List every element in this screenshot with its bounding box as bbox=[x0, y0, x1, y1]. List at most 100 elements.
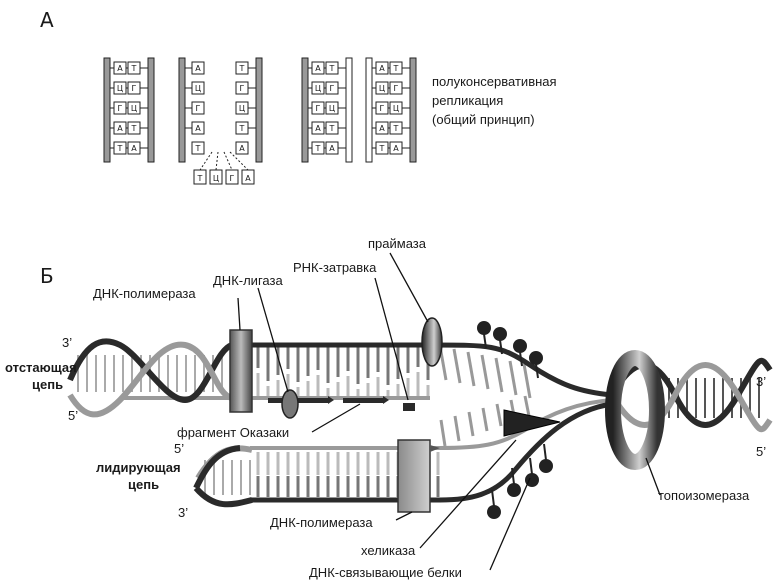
svg-text:Ц: Ц bbox=[379, 84, 385, 93]
base-0-2-right: Ц bbox=[128, 102, 140, 114]
base-1-0-left: А bbox=[312, 62, 324, 74]
caption-line-2: репликация bbox=[432, 93, 503, 108]
base-0-4-left: Т bbox=[114, 142, 126, 154]
okazaki-fragment-2 bbox=[343, 398, 383, 403]
free-nucleotide-0: Т bbox=[197, 174, 203, 183]
svg-text:Т: Т bbox=[379, 144, 385, 153]
svg-text:Т: Т bbox=[315, 144, 321, 153]
duplex-1-right-backbone bbox=[346, 58, 352, 162]
duplex-2-left-backbone bbox=[366, 58, 372, 162]
svg-text:Ц: Ц bbox=[315, 84, 321, 93]
svg-text:А: А bbox=[117, 124, 123, 133]
base-0-0-left: А bbox=[114, 62, 126, 74]
svg-text:А: А bbox=[379, 64, 385, 73]
svg-text:Ц: Ц bbox=[329, 104, 335, 113]
svg-text:Т: Т bbox=[239, 124, 245, 133]
base-1-4-left: Т bbox=[312, 142, 324, 154]
svg-text:Т: Т bbox=[329, 124, 335, 133]
svg-text:Т: Т bbox=[239, 64, 245, 73]
svg-text:Г: Г bbox=[118, 104, 123, 113]
label-dna-ligase: ДНК-лигаза bbox=[213, 273, 283, 288]
base-0-3-right: Т bbox=[128, 122, 140, 134]
duplex-2-right-backbone bbox=[410, 58, 416, 162]
ssb-top-3 bbox=[529, 351, 543, 365]
svg-text:Т: Т bbox=[393, 64, 399, 73]
base-2-3-left: А bbox=[376, 122, 388, 134]
svg-text:Г: Г bbox=[394, 84, 399, 93]
end-mid-left-top: 5’ bbox=[68, 408, 78, 423]
ssb-bottom-3 bbox=[539, 459, 553, 473]
ssb-bottom-1 bbox=[507, 483, 521, 497]
label-lagging-2: цепь bbox=[32, 377, 63, 392]
svg-text:А: А bbox=[315, 124, 321, 133]
sep-right-0: Т bbox=[236, 62, 248, 74]
base-0-1-right: Г bbox=[128, 82, 140, 94]
svg-text:А: А bbox=[315, 64, 321, 73]
svg-text:Ц: Ц bbox=[117, 84, 123, 93]
base-1-3-right: Т bbox=[326, 122, 338, 134]
parent-helix bbox=[612, 361, 770, 429]
svg-text:Г: Г bbox=[196, 104, 201, 113]
label-leading-1: лидирующая bbox=[96, 460, 181, 475]
label-dna-polymerase-top: ДНК-полимераза bbox=[93, 286, 196, 301]
svg-text:Т: Т bbox=[117, 144, 123, 153]
caption-line-1: полуконсервативная bbox=[432, 74, 557, 89]
base-2-3-right: Т bbox=[390, 122, 402, 134]
svg-text:А: А bbox=[239, 144, 245, 153]
label-okazaki: фрагмент Оказаки bbox=[177, 425, 289, 440]
svg-text:Г: Г bbox=[240, 84, 245, 93]
ssb-top-0 bbox=[477, 321, 491, 335]
leading-new-backbone bbox=[250, 404, 612, 500]
base-0-4-right: А bbox=[128, 142, 140, 154]
sep-left-3: А bbox=[192, 122, 204, 134]
svg-text:Г: Г bbox=[380, 104, 385, 113]
label-dna-polymerase-bottom: ДНК-полимераза bbox=[270, 515, 373, 530]
svg-text:Т: Т bbox=[131, 124, 137, 133]
leading-template-backbone bbox=[250, 400, 612, 448]
dna-polymerase-bottom bbox=[398, 440, 430, 512]
svg-text:Ц: Ц bbox=[131, 104, 137, 113]
svg-text:А: А bbox=[379, 124, 385, 133]
svg-text:А: А bbox=[131, 144, 137, 153]
panel-a-label: А bbox=[40, 8, 54, 32]
base-2-1-left: Ц bbox=[376, 82, 388, 94]
sep-right-4: А bbox=[236, 142, 248, 154]
primase bbox=[422, 318, 442, 366]
sep-left-2: Г bbox=[192, 102, 204, 114]
base-2-1-right: Г bbox=[390, 82, 402, 94]
sep-right-1: Г bbox=[236, 82, 248, 94]
label-primase: праймаза bbox=[368, 236, 427, 251]
svg-text:А: А bbox=[117, 64, 123, 73]
dna-ligase bbox=[282, 390, 298, 418]
dna-polymerase-top bbox=[230, 330, 252, 412]
sep-left-0: А bbox=[192, 62, 204, 74]
base-2-0-left: А bbox=[376, 62, 388, 74]
end-mid-left-bottom: 5’ bbox=[174, 441, 184, 456]
rna-primer bbox=[403, 403, 415, 411]
ssb-top-2 bbox=[513, 339, 527, 353]
svg-text:Г: Г bbox=[330, 84, 335, 93]
end-right-top: 3’ bbox=[756, 374, 766, 389]
base-2-0-right: Т bbox=[390, 62, 402, 74]
panel-b-label: Б bbox=[40, 264, 54, 288]
svg-text:Ц: Ц bbox=[239, 104, 245, 113]
label-rna-primer: РНК-затравка bbox=[293, 260, 377, 275]
sep-right-2: Ц bbox=[236, 102, 248, 114]
ssb-proteins-bottom bbox=[487, 444, 553, 519]
svg-text:Т: Т bbox=[195, 144, 201, 153]
duplex-0-right-backbone bbox=[148, 58, 154, 162]
label-topoisomerase: топоизомераза bbox=[658, 488, 750, 503]
label-leading-2: цепь bbox=[128, 477, 159, 492]
base-1-1-left: Ц bbox=[312, 82, 324, 94]
separated-right-backbone bbox=[256, 58, 262, 162]
free-nucleotide-2: Г bbox=[230, 174, 235, 183]
duplex-1-left-backbone bbox=[302, 58, 308, 162]
base-1-2-right: Ц bbox=[326, 102, 338, 114]
separated-left-backbone bbox=[179, 58, 185, 162]
svg-text:Ц: Ц bbox=[393, 104, 399, 113]
svg-text:А: А bbox=[195, 124, 201, 133]
sep-right-3: Т bbox=[236, 122, 248, 134]
end-bottom-left: 3’ bbox=[178, 505, 188, 520]
duplex-0-left-backbone bbox=[104, 58, 110, 162]
